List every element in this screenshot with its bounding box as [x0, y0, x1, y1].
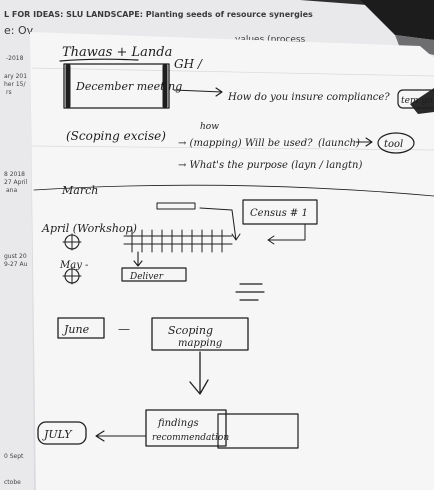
tool-text: tool	[384, 139, 403, 150]
note-title: Thawas + Landa	[62, 45, 172, 60]
deliver-box	[121, 267, 187, 282]
question-text: How do you insure compliance?	[227, 92, 390, 103]
margin-line: 8 2018	[4, 171, 25, 178]
mapping-line: → (mapping) Will be used?	[178, 138, 313, 149]
june-text: June	[62, 323, 90, 336]
margin-line: rs	[6, 89, 12, 96]
may-label: May -	[59, 260, 89, 271]
margin-line: ana	[6, 187, 17, 194]
how-text: how	[200, 122, 219, 132]
launch-text: (launch)	[318, 138, 360, 149]
margin-line: ary 201	[4, 73, 27, 80]
meeting-box	[63, 63, 170, 109]
tool-circle	[377, 132, 415, 154]
march-label: March	[61, 184, 98, 197]
scoping-mapping-box	[151, 317, 249, 351]
findings-text: findings	[157, 418, 199, 429]
deliver-text: Deliver	[129, 272, 164, 282]
june-box	[57, 317, 105, 339]
july-box	[37, 421, 87, 445]
sheet-subheader: e: Ov	[4, 24, 34, 37]
purpose-line: → What's the purpose (layn / langtn)	[178, 160, 362, 171]
note-code: GH /	[174, 57, 204, 71]
margin-line: 0 Sept	[4, 453, 24, 460]
question-box-text: tem go	[401, 96, 433, 106]
recommendation-text: recommendation	[152, 433, 229, 443]
july-text: JULY	[42, 428, 73, 441]
april-label: April (Workshop)	[41, 222, 137, 235]
census-box	[242, 199, 318, 225]
question-box	[397, 89, 434, 109]
scoping-text: (Scoping excise)	[66, 129, 166, 143]
findings-box	[145, 409, 227, 447]
margin-line: her 15/	[4, 81, 27, 88]
margin-line: 27 April	[4, 179, 28, 186]
sheet-strike-text: values (process	[235, 35, 306, 45]
june-dash: —	[118, 322, 130, 336]
laptop-corner	[360, 0, 434, 40]
scoping-box-text: Scoping	[168, 324, 213, 337]
sheet-header: L FOR IDEAS: SLU LANDSCAPE: Planting see…	[4, 10, 313, 19]
census-text: Census # 1	[250, 208, 308, 219]
notes-sheet	[30, 32, 434, 490]
margin-line: ctobe	[4, 479, 21, 486]
margin-line: 9-27 Au	[4, 261, 28, 268]
meeting-text: December meeting	[75, 80, 182, 93]
mapping-box-text: mapping	[178, 338, 222, 349]
margin-line: -2018	[6, 55, 24, 62]
margin-line: gust 20	[4, 253, 27, 260]
